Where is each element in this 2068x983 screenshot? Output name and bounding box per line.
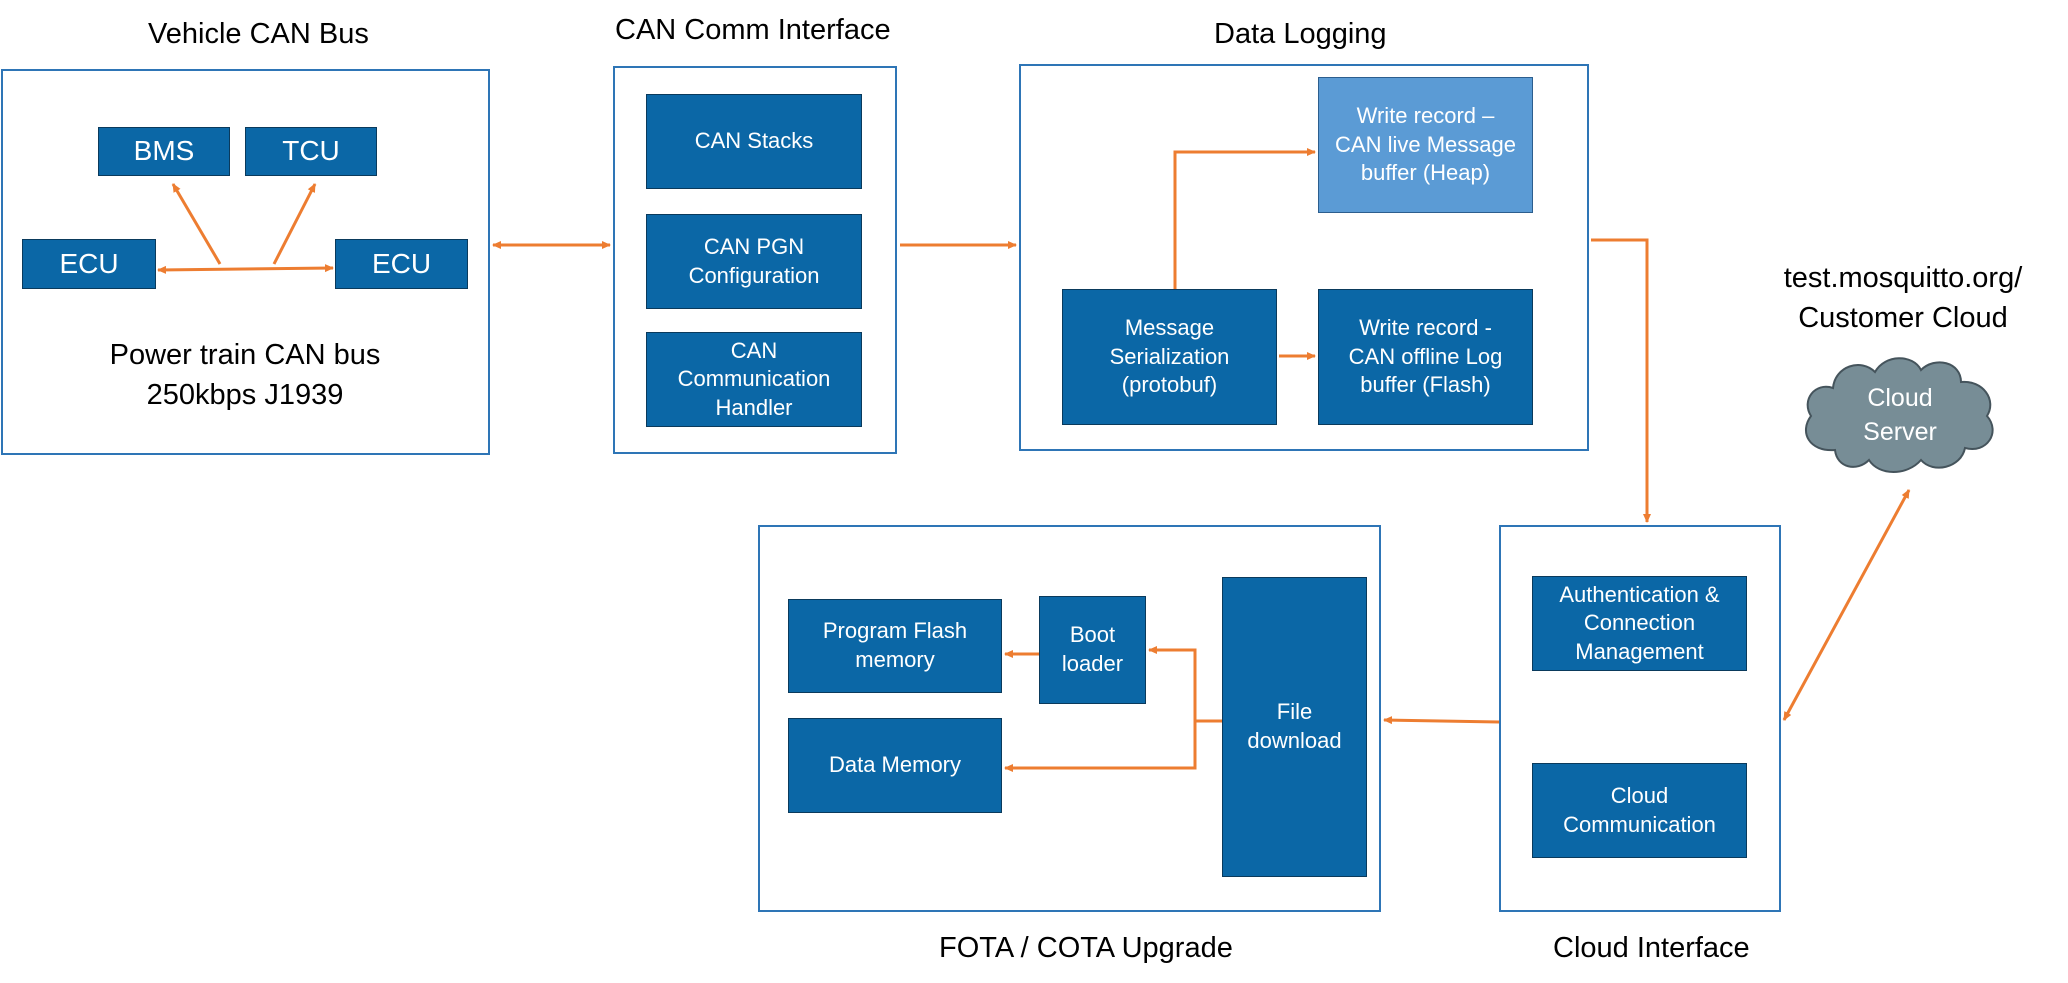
logging-to-cloud-interface-arrow: [1591, 238, 1651, 523]
cloud-label: test.mosquitto.org/ Customer Cloud: [1783, 262, 2023, 335]
vehicle-can-bus-title: Vehicle CAN Bus: [148, 18, 369, 50]
can-communication-handler-block: CAN Communication Handler: [646, 332, 862, 427]
file-download-to-data-memory-arrow: [1004, 721, 1197, 772]
can-stacks-block: CAN Stacks: [646, 94, 862, 189]
can-comm-interface-title: CAN Comm Interface: [615, 14, 891, 46]
tcu-block: TCU: [245, 127, 377, 176]
bus-line-arrow: [157, 264, 334, 274]
bms-bus-arrow: [171, 183, 222, 265]
file-download-to-bootloader-arrow: [1148, 646, 1197, 721]
cloud-server-icon: [1805, 357, 1994, 473]
live-message-buffer-block: Write record – CAN live Message buffer (…: [1318, 77, 1533, 213]
power-train-caption: Power train CAN bus 250kbps J1939: [109, 339, 381, 412]
program-flash-memory-block: Program Flash memory: [788, 599, 1002, 693]
fota-cota-title: FOTA / COTA Upgrade: [939, 932, 1233, 964]
serialization-to-live-buffer-arrow: [1173, 148, 1316, 289]
bms-block: BMS: [98, 127, 230, 176]
data-logging-title: Data Logging: [1214, 18, 1387, 50]
data-memory-block: Data Memory: [788, 718, 1002, 813]
cloud-interface-to-file-download-arrow: [1383, 716, 1500, 725]
ecu-right-block: ECU: [335, 239, 468, 289]
message-serialization-block: Message Serialization (protobuf): [1062, 289, 1277, 425]
file-download-block: File download: [1222, 577, 1367, 877]
cloud-server-label: Cloud Server: [1863, 384, 1937, 446]
cloud-interface-to-server-arrow: [1782, 489, 1911, 721]
offline-log-buffer-block: Write record - CAN offline Log buffer (F…: [1318, 289, 1533, 425]
authentication-connection-block: Authentication & Connection Management: [1532, 576, 1747, 671]
cloud-communication-block: Cloud Communication: [1532, 763, 1747, 858]
cloud-shape: [1805, 357, 1994, 473]
boot-loader-block: Boot loader: [1039, 596, 1146, 704]
tcu-bus-arrow: [272, 183, 317, 265]
can-pgn-configuration-block: CAN PGN Configuration: [646, 214, 862, 309]
cloud-interface-title: Cloud Interface: [1553, 932, 1750, 964]
ecu-left-block: ECU: [22, 239, 156, 289]
